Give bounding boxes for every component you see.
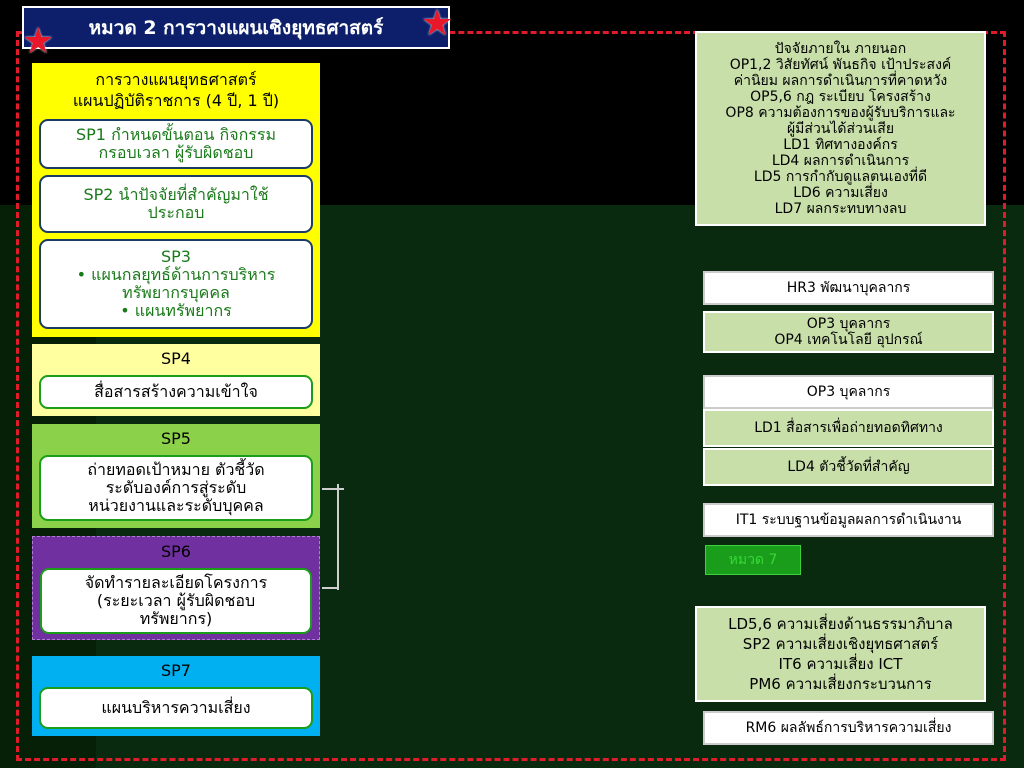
sp2-line-1: SP2 นำปัจจัยที่สำคัญมาใช้ [83,185,269,204]
sp3-bullet-2: • แผนทรัพยากร [120,301,232,320]
op34-line-1: OP3 บุคลากร [806,316,891,332]
rm6-box: RM6 ผลลัพธ์การบริหารความเสี่ยง [703,711,994,745]
ld1-box: LD1 สื่อสารเพื่อถ่ายทอดทิศทาง [703,409,994,447]
bracket-line [337,484,339,590]
sp1-box: SP1 กำหนดขั้นตอน กิจกรรม กรอบเวลา ผู้รับ… [39,119,313,169]
sp7-panel: SP7 แผนบริหารความเสี่ยง [32,656,320,736]
dashed-frame [16,31,1006,761]
sp7-text: แผนบริหารความเสี่ยง [101,698,251,717]
page-title: หมวด 2 การวางแผนเชิงยุทธศาสตร์ [22,6,450,49]
op3-text: OP3 บุคลากร [806,384,891,400]
sp5-panel: SP5 ถ่ายทอดเป้าหมาย ตัวชี้วัด ระดับองค์ก… [32,424,320,528]
factors-line-4: OP5,6 กฎ ระเบียบ โครงสร้าง [750,88,931,105]
sp3-title: SP3 [161,247,191,266]
sp5-line-1: ถ่ายทอดเป้าหมาย ตัวชี้วัด [87,460,265,479]
it1-box: IT1 ระบบฐานข้อมูลผลการดำเนินงาน [703,503,994,537]
it1-text: IT1 ระบบฐานข้อมูลผลการดำเนินงาน [735,512,962,528]
risk-box: LD5,6 ความเสี่ยงด้านธรรมาภิบาล SP2 ความเ… [695,606,986,702]
sp1-line-1: SP1 กำหนดขั้นตอน กิจกรรม [76,125,276,144]
sp3-box: SP3 • แผนกลยุทธ์ด้านการบริหาร ทรัพยากรบุ… [39,239,313,329]
sp5-title: SP5 [161,429,191,448]
sp5-line-3: หน่วยงานและระดับบุคคล [88,496,264,515]
sp4-text: สื่อสารสร้างความเข้าใจ [94,382,258,401]
factors-line-3: ค่านิยม ผลการดำเนินการที่คาดหวัง [733,72,948,89]
star-icon-left: ★ [22,21,55,62]
sp7-title: SP7 [161,661,191,680]
sp5-line-2: ระดับองค์การสู่ระดับ [105,478,247,497]
sp4-box: สื่อสารสร้างความเข้าใจ [39,375,313,409]
sp7-box: แผนบริหารความเสี่ยง [39,687,313,729]
risk-line-4: PM6 ความเสี่ยงกระบวนการ [749,675,932,693]
factors-line-1: ปัจจัยภายใน ภายนอก [774,40,907,57]
rm6-text: RM6 ผลลัพธ์การบริหารความเสี่ยง [745,720,952,736]
planning-caption-2: แผนปฏิบัติราชการ (4 ปี, 1 ปี) [72,91,280,110]
sp4-panel: SP4 สื่อสารสร้างความเข้าใจ [32,344,320,416]
chapter-7-label: หมวด 7 [728,552,778,568]
factors-box: ปัจจัยภายใน ภายนอก OP1,2 วิสัยทัศน์ พันธ… [695,31,986,226]
sp3-bullet-1-line-1: • แผนกลยุทธ์ด้านการบริหาร [76,265,276,284]
sp3-bullet-1-line-2: ทรัพยากรบุคคล [122,283,230,302]
planning-panel: การวางแผนยุทธศาสตร์ แผนปฏิบัติราชการ (4 … [32,63,320,337]
bracket-arm-bottom [322,587,338,589]
factors-line-11: LD7 ผลกระทบทางลบ [774,200,907,217]
factors-line-10: LD6 ความเสี่ยง [793,184,888,201]
sp4-title: SP4 [161,349,191,368]
factors-line-2: OP1,2 วิสัยทัศน์ พันธกิจ เป้าประสงค์ [729,56,952,73]
star-icon-right: ★ [421,3,454,44]
page-title-text: หมวด 2 การวางแผนเชิงยุทธศาสตร์ [88,16,384,39]
sp6-title: SP6 [161,542,191,561]
factors-line-9: LD5 การกำกับดูแลตนเองที่ดี [753,168,928,185]
ld1-text: LD1 สื่อสารเพื่อถ่ายทอดทิศทาง [754,420,943,436]
chapter-7-button[interactable]: หมวด 7 [705,545,801,575]
factors-line-5: OP8 ความต้องการของผู้รับบริการและ [725,104,956,121]
risk-line-3: IT6 ความเสี่ยง ICT [778,655,903,673]
op3-box: OP3 บุคลากร [703,375,994,409]
sp6-line-2: (ระยะเวลา ผู้รับผิดชอบ [96,591,256,610]
risk-line-2: SP2 ความเสี่ยงเชิงยุทธศาสตร์ [742,635,939,653]
planning-caption-1: การวางแผนยุทธศาสตร์ [95,70,257,89]
bracket-arm-top [322,488,344,490]
factors-line-7: LD1 ทิศทางองค์กร [783,136,898,153]
sp2-box: SP2 นำปัจจัยที่สำคัญมาใช้ ประกอบ [39,175,313,233]
factors-line-8: LD4 ผลการดำเนินการ [771,152,910,169]
risk-line-1: LD5,6 ความเสี่ยงด้านธรรมาภิบาล [728,615,953,633]
sp6-panel: SP6 จัดทำรายละเอียดโครงการ (ระยะเวลา ผู้… [32,536,320,640]
sp5-box: ถ่ายทอดเป้าหมาย ตัวชี้วัด ระดับองค์การสู… [39,455,313,521]
sp1-line-2: กรอบเวลา ผู้รับผิดชอบ [98,143,254,162]
op34-line-2: OP4 เทคโนโลยี อุปกรณ์ [774,332,923,348]
sp6-line-3: ทรัพยากร) [139,609,213,628]
sp6-box: จัดทำรายละเอียดโครงการ (ระยะเวลา ผู้รับผ… [40,568,312,634]
hr3-text: HR3 พัฒนาบุคลากร [786,280,911,296]
ld4-box: LD4 ตัวชี้วัดที่สำคัญ [703,448,994,486]
factors-line-6: ผู้มีส่วนได้ส่วนเสีย [786,120,895,137]
hr3-box: HR3 พัฒนาบุคลากร [703,271,994,305]
ld4-text: LD4 ตัวชี้วัดที่สำคัญ [787,459,910,475]
sp6-line-1: จัดทำรายละเอียดโครงการ [84,573,268,592]
sp2-line-2: ประกอบ [147,203,205,222]
op34-box: OP3 บุคลากร OP4 เทคโนโลยี อุปกรณ์ [703,311,994,353]
